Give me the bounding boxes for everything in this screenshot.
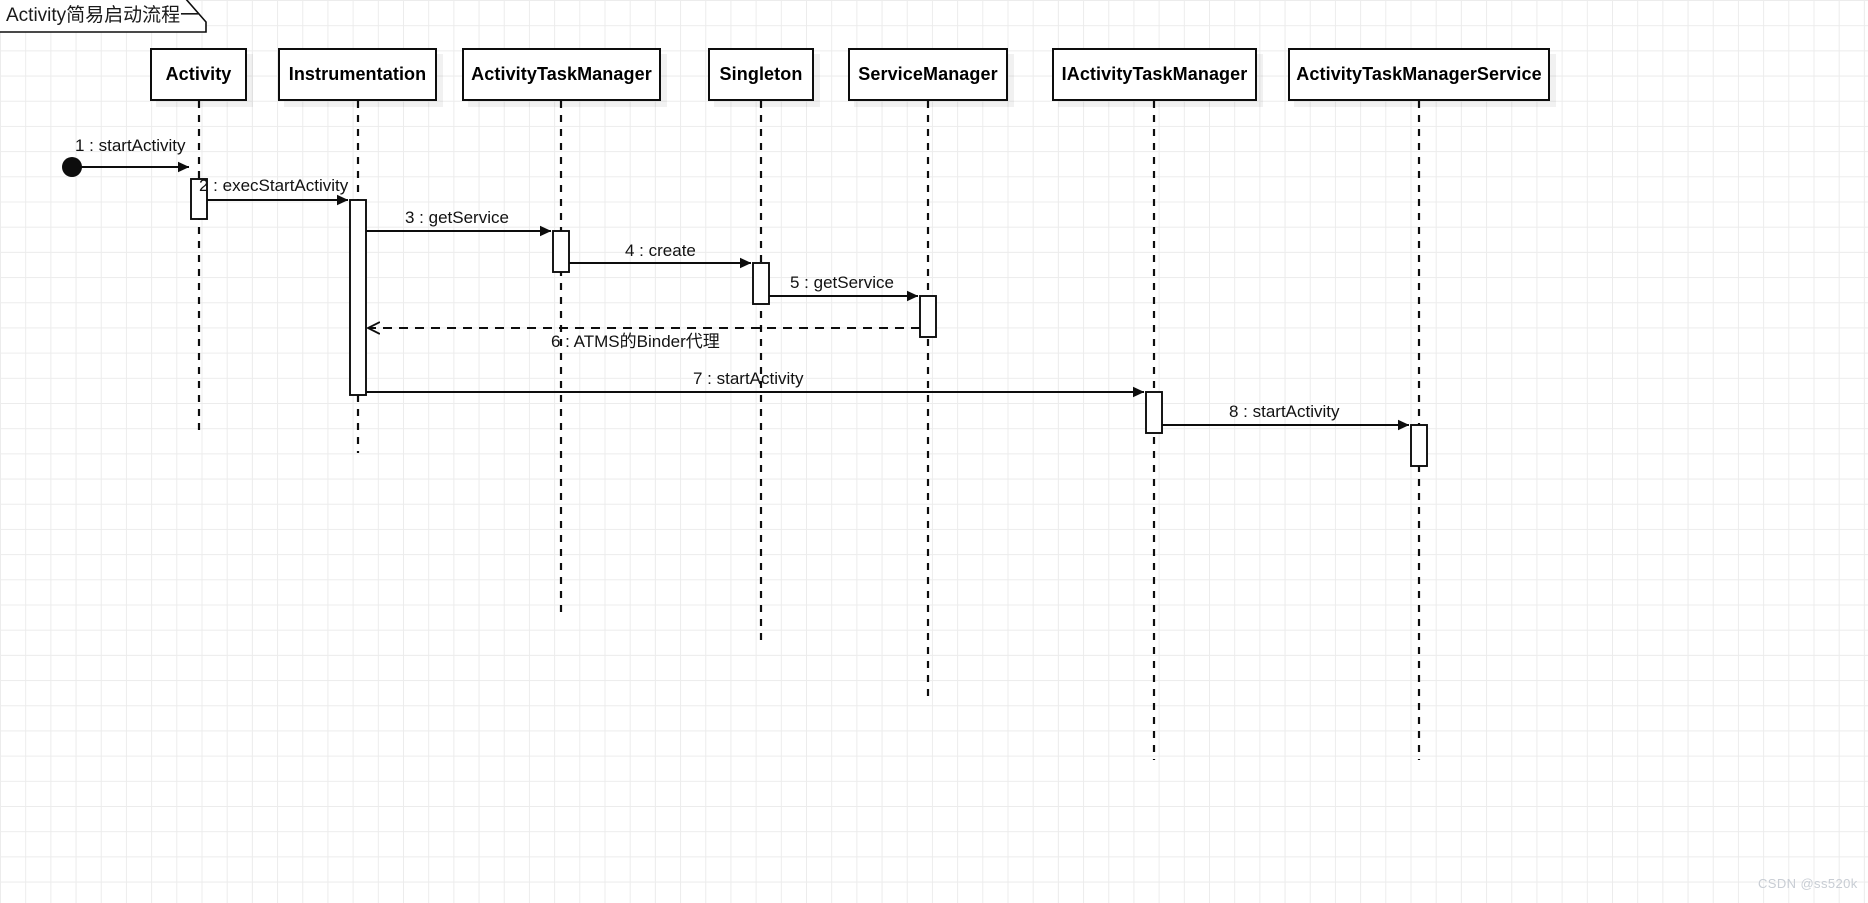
lifeline-head-label: Activity <box>165 64 232 84</box>
lifeline-head-instrumentation[interactable]: Instrumentation <box>278 48 437 101</box>
lifeline-head-label: ActivityTaskManagerService <box>1296 64 1542 84</box>
message-label-1[interactable]: 1 : startActivity <box>75 136 186 155</box>
message-label-3[interactable]: 3 : getService <box>405 208 509 227</box>
message-label-8[interactable]: 8 : startActivity <box>1229 402 1340 421</box>
lifeline-head-iactivity-task-manager[interactable]: IActivityTaskManager <box>1052 48 1257 101</box>
message-label-2[interactable]: 2 : execStartActivity <box>199 176 349 195</box>
activation-bar-activity <box>190 178 208 220</box>
lifeline-head-label: IActivityTaskManager <box>1061 64 1248 84</box>
message-label-4[interactable]: 4 : create <box>625 241 696 260</box>
lifeline-head-label: Instrumentation <box>288 64 427 84</box>
activation-bar-instrumentation <box>349 199 367 396</box>
frame-tab-outline <box>0 0 207 33</box>
lifeline-head-activity[interactable]: Activity <box>150 48 247 101</box>
activation-bar-iactivity-task-manager <box>1145 391 1163 434</box>
lifeline-head-label: ActivityTaskManager <box>471 64 652 84</box>
frame-title-label: Activity简易启动流程一 <box>6 5 200 26</box>
lifelines-group <box>197 101 1421 760</box>
lifeline-head-singleton[interactable]: Singleton <box>708 48 814 101</box>
watermark-text: CSDN @ss520k <box>1758 876 1858 891</box>
message-label-7[interactable]: 7 : startActivity <box>693 369 804 388</box>
activation-bar-activity-task-manager <box>552 230 570 273</box>
activation-bar-singleton <box>752 262 770 305</box>
lifeline-head-service-manager[interactable]: ServiceManager <box>848 48 1008 101</box>
activation-bar-activity-task-mgr-service <box>1410 424 1428 467</box>
activation-bar-service-manager <box>919 295 937 338</box>
activation-bars-group <box>190 178 1428 467</box>
messages-group <box>80 161 1410 431</box>
lifeline-head-activity-task-mgr-service[interactable]: ActivityTaskManagerService <box>1288 48 1550 101</box>
lifeline-head-activity-task-manager[interactable]: ActivityTaskManager <box>462 48 661 101</box>
lifeline-head-label: Singleton <box>719 64 803 84</box>
found-message-dot <box>62 157 82 177</box>
lifeline-head-label: ServiceManager <box>858 64 998 84</box>
message-label-6[interactable]: 6 : ATMS的Binder代理 <box>551 332 720 351</box>
message-label-5[interactable]: 5 : getService <box>790 273 894 292</box>
found-message-dot <box>62 157 82 177</box>
